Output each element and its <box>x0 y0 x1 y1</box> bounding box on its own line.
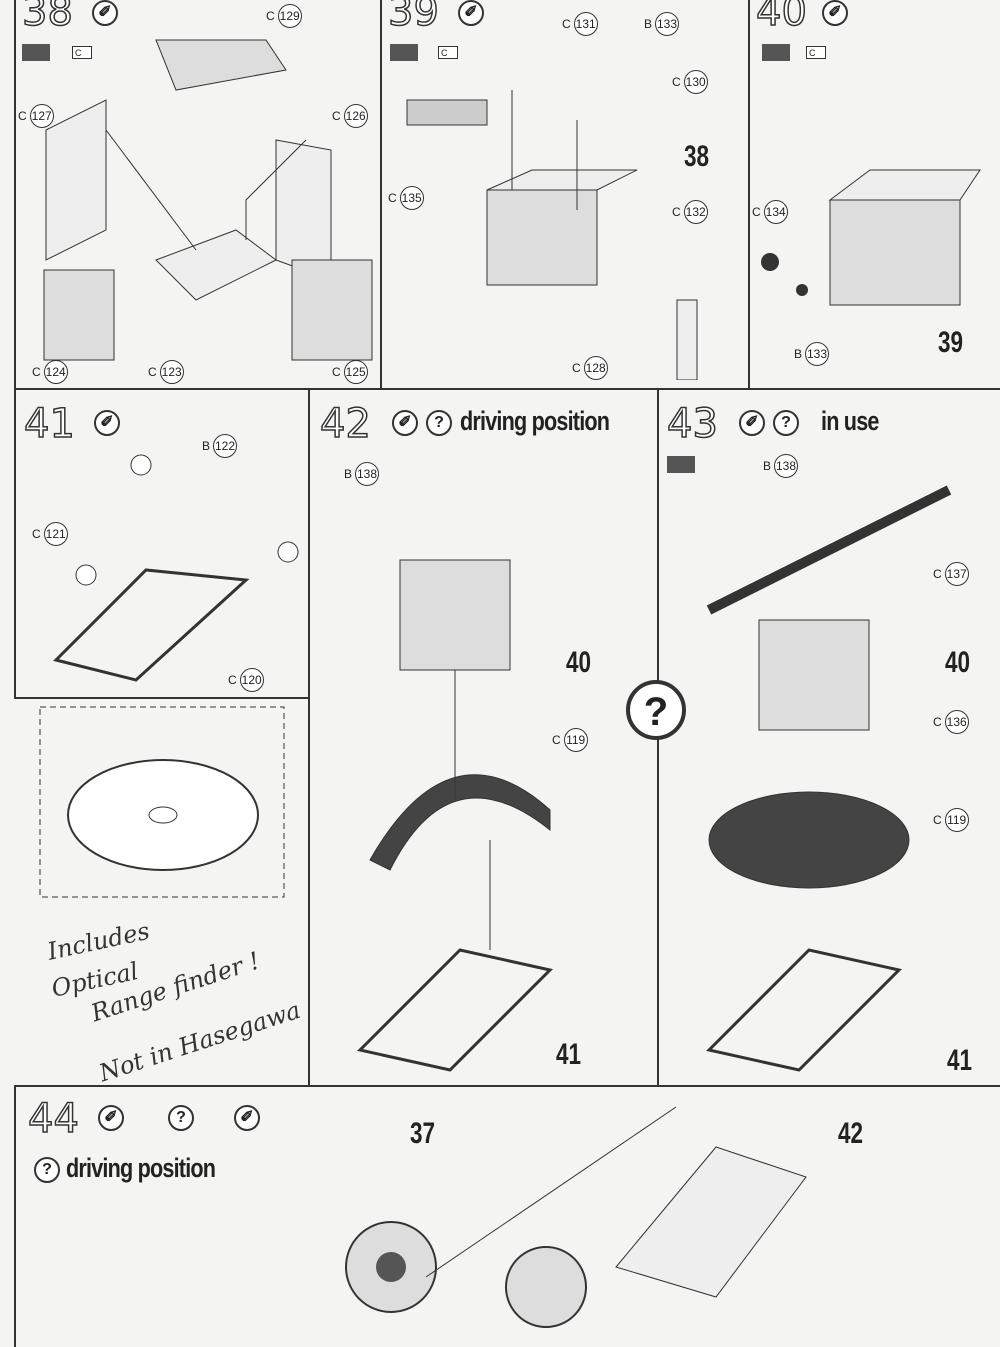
subassembly-ref: 38 <box>684 140 710 173</box>
subassembly-ref: 40 <box>945 646 971 679</box>
step-number: 41 <box>23 401 75 447</box>
step-44-panel: 44 ✐ ? ✐ ? driving position 37 42 <box>14 1085 1000 1347</box>
step-number: 39 <box>387 0 439 35</box>
assembly-drawing <box>53 454 299 682</box>
color-swatch <box>762 44 790 61</box>
no-glue-icon: ✐ <box>234 1105 260 1131</box>
assembly-drawing <box>761 169 981 306</box>
glue-icon: ✐ <box>392 410 418 436</box>
step-number: 43 <box>666 401 718 447</box>
assembly-drawing <box>43 39 373 361</box>
subassembly-ref: 40 <box>566 646 592 679</box>
assembly-drawing <box>706 485 952 1072</box>
step-number: 38 <box>21 0 73 35</box>
step-title: in use <box>821 406 879 436</box>
question-icon: ? <box>626 680 686 740</box>
glue-icon: ✐ <box>822 0 848 26</box>
step-title: driving position <box>460 406 610 436</box>
glue-icon: ✐ <box>92 0 118 26</box>
glue-icon: ✐ <box>458 0 484 26</box>
question-icon: ? <box>168 1105 194 1131</box>
subassembly-ref: 39 <box>938 326 964 359</box>
subassembly-ref: 41 <box>556 1038 582 1071</box>
turntable-detail-drawing <box>39 706 285 898</box>
color-swatch <box>667 456 695 473</box>
assembly-drawing <box>406 90 698 380</box>
color-swatch <box>390 44 418 61</box>
question-icon: ? <box>34 1157 60 1183</box>
step-title: driving position <box>66 1153 216 1183</box>
step-number: 44 <box>27 1096 79 1142</box>
cement-flag-icon: C <box>438 46 458 59</box>
color-swatch <box>22 44 50 61</box>
subassembly-ref: 37 <box>410 1117 436 1150</box>
assembly-drawing <box>345 1106 807 1328</box>
glue-icon: ✐ <box>739 410 765 436</box>
assembly-drawing <box>357 559 553 1072</box>
glue-icon: ✐ <box>98 1105 124 1131</box>
question-icon: ? <box>773 410 799 436</box>
step-number: 42 <box>319 401 371 447</box>
cement-flag-icon: C <box>806 46 826 59</box>
step-number: 40 <box>755 0 807 35</box>
question-icon: ? <box>426 410 452 436</box>
glue-icon: ✐ <box>94 410 120 436</box>
subassembly-ref: 42 <box>838 1117 864 1150</box>
subassembly-ref: 41 <box>947 1044 973 1077</box>
cement-flag-icon: C <box>72 46 92 59</box>
